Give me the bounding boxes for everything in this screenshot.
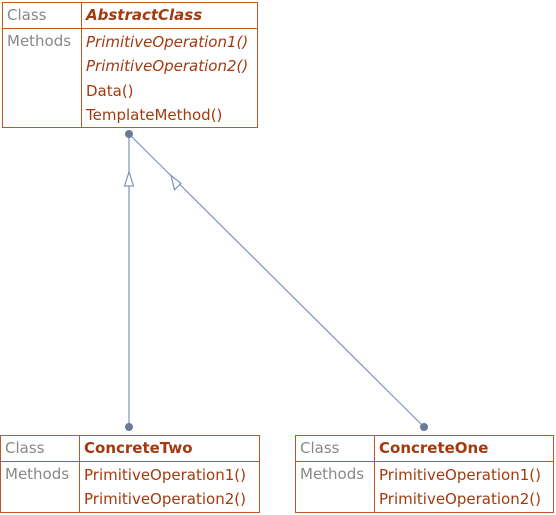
method-primitive-operation-1: PrimitiveOperation1(): [86, 32, 249, 51]
methods-key-label: Methods: [3, 28, 82, 128]
method-data: Data(): [86, 81, 134, 100]
method-primitive-operation-2: PrimitiveOperation2(): [84, 490, 246, 509]
method-primitive-operation-2: PrimitiveOperation2(): [379, 490, 541, 509]
method-primitive-operation-1: PrimitiveOperation1(): [84, 465, 246, 484]
concrete-one-inheritance-arrow: [169, 173, 182, 191]
abstract-class-connector-dot: [125, 130, 133, 138]
concrete-two-name: ConcreteTwo: [79, 436, 259, 462]
method-template-method: TemplateMethod(): [86, 106, 223, 124]
methods-key-label: Methods: [296, 461, 375, 512]
method-primitive-operation-2: PrimitiveOperation2(): [86, 57, 249, 75]
abstract-class-name: AbstractClass: [81, 3, 257, 29]
class-key-label: Class: [1, 436, 80, 462]
class-key-label: Class: [296, 436, 375, 462]
class-key-label: Class: [3, 3, 82, 29]
concrete-two-inheritance-arrow: [123, 170, 135, 187]
concrete-one-box: Class ConcreteOne Methods PrimitiveOpera…: [295, 435, 554, 513]
concrete-two-box: Class ConcreteTwo Methods PrimitiveOpera…: [0, 435, 260, 513]
method-primitive-operation-1: PrimitiveOperation1(): [379, 465, 541, 484]
concrete-two-connector-dot: [125, 423, 133, 431]
concrete-one-name: ConcreteOne: [374, 436, 553, 462]
methods-key-label: Methods: [1, 461, 80, 512]
concrete-one-connector-dot: [420, 423, 428, 431]
abstract-class-box: Class AbstractClass Methods PrimitiveOpe…: [2, 2, 258, 128]
